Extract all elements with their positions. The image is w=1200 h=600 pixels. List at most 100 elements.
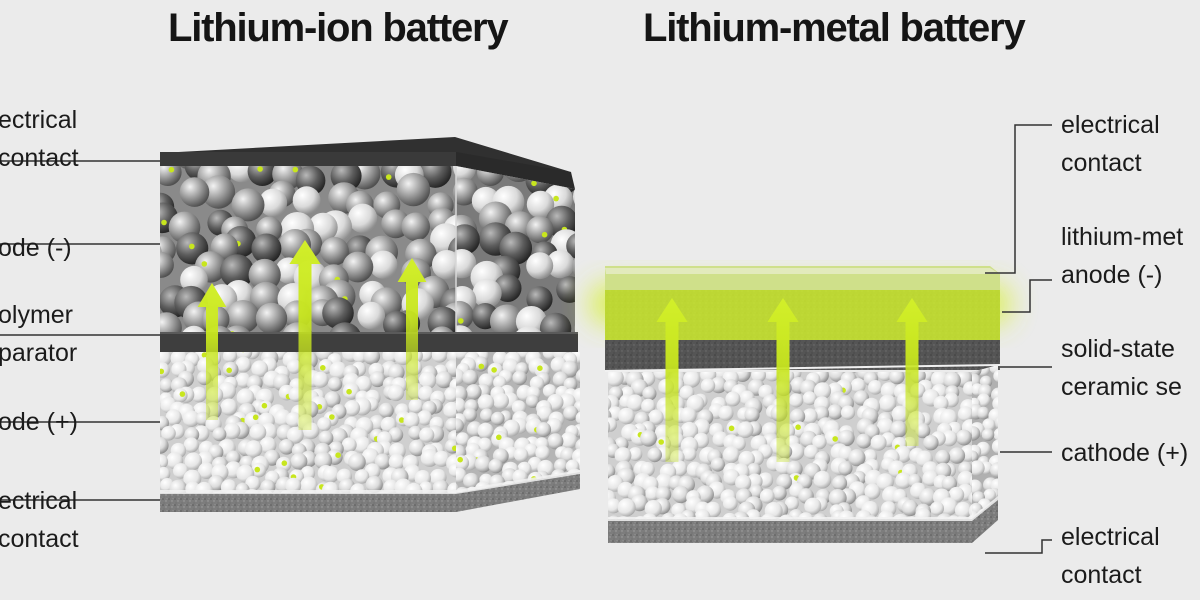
particle: [737, 421, 754, 438]
particle: [640, 429, 657, 447]
particle: [431, 352, 448, 363]
particle: [870, 434, 887, 451]
lithium-ion-dot: [189, 243, 195, 250]
particle: [344, 400, 361, 417]
left-ion-flow-arrows: [197, 240, 427, 430]
particle: [972, 479, 983, 495]
particle: [576, 495, 580, 498]
particle: [988, 365, 998, 375]
particle: [710, 457, 726, 472]
particle: [435, 371, 453, 389]
particle: [759, 488, 775, 504]
particle: [160, 437, 169, 454]
particle: [320, 237, 349, 266]
lithium-ion-dot: [346, 388, 352, 395]
label-left-top-contact: ectrical contact: [0, 101, 79, 177]
particle: [258, 188, 288, 217]
particle: [408, 439, 426, 457]
particle: [991, 439, 998, 454]
particle: [954, 501, 972, 519]
particle: [542, 384, 557, 398]
particle: [789, 393, 804, 408]
lithium-ion-dot: [728, 425, 735, 432]
particle: [278, 439, 295, 455]
label-line: contact: [0, 144, 79, 172]
particle: [348, 203, 378, 233]
particle: [420, 448, 439, 467]
left-anode-particles: [128, 166, 456, 332]
particle: [318, 430, 334, 446]
particle: [432, 250, 456, 280]
particle: [539, 312, 572, 332]
particle: [591, 447, 607, 463]
label-line: contact: [0, 525, 79, 553]
particle: [976, 406, 990, 420]
particle: [680, 421, 699, 440]
particle: [647, 447, 662, 463]
label-right-cathode: cathode (+): [1061, 434, 1188, 472]
lithium-ion-dot: [254, 466, 261, 473]
particle: [463, 472, 480, 490]
lithium-ion-dot: [261, 402, 268, 409]
particle: [786, 460, 803, 478]
particle: [994, 415, 998, 431]
particle: [848, 449, 866, 467]
particle: [353, 352, 368, 364]
particle: [465, 384, 482, 400]
particle: [327, 377, 343, 392]
label-right-top-contact: electrical contact: [1061, 106, 1160, 182]
particle: [880, 382, 898, 399]
particle: [183, 437, 199, 453]
particle: [348, 453, 366, 471]
particle: [417, 410, 433, 426]
particle: [735, 474, 752, 491]
particle: [955, 429, 972, 446]
particle: [618, 407, 635, 425]
particle: [566, 232, 575, 260]
particle: [324, 391, 341, 408]
particle: [322, 297, 354, 329]
particle: [935, 449, 951, 465]
particle: [235, 356, 252, 373]
particle: [575, 411, 580, 425]
particle: [160, 237, 163, 271]
particle: [565, 492, 580, 498]
lithium-ion-dot: [457, 456, 464, 463]
particle: [456, 467, 467, 483]
left-anode-side-particles: [456, 134, 603, 332]
particle: [251, 360, 269, 378]
particle: [565, 134, 595, 164]
label-line: ode (-): [0, 234, 72, 262]
particle: [329, 361, 348, 380]
particle: [617, 498, 636, 517]
particle: [161, 426, 176, 441]
particle: [827, 404, 843, 420]
lithium-ion-dot: [595, 424, 601, 430]
particle: [462, 407, 477, 422]
particle: [941, 475, 957, 492]
particle: [418, 385, 434, 402]
particle: [575, 368, 580, 384]
particle: [322, 466, 340, 483]
lithium-ion-dot: [335, 452, 341, 459]
particle: [572, 387, 580, 405]
particle: [456, 166, 476, 182]
particle: [317, 417, 332, 432]
particle: [160, 466, 171, 481]
particle: [560, 447, 576, 463]
particle: [586, 366, 603, 383]
particle: [982, 418, 996, 432]
particle: [488, 458, 504, 474]
particle: [128, 276, 156, 304]
particle: [314, 451, 333, 470]
particle: [993, 427, 998, 442]
particle: [877, 418, 894, 435]
particle: [357, 301, 386, 330]
particle: [231, 188, 265, 222]
lithium-ion-dot: [320, 365, 326, 371]
particle: [512, 370, 527, 386]
particle: [891, 405, 909, 423]
particle: [475, 455, 492, 473]
particle: [354, 469, 370, 484]
particle: [577, 160, 603, 186]
